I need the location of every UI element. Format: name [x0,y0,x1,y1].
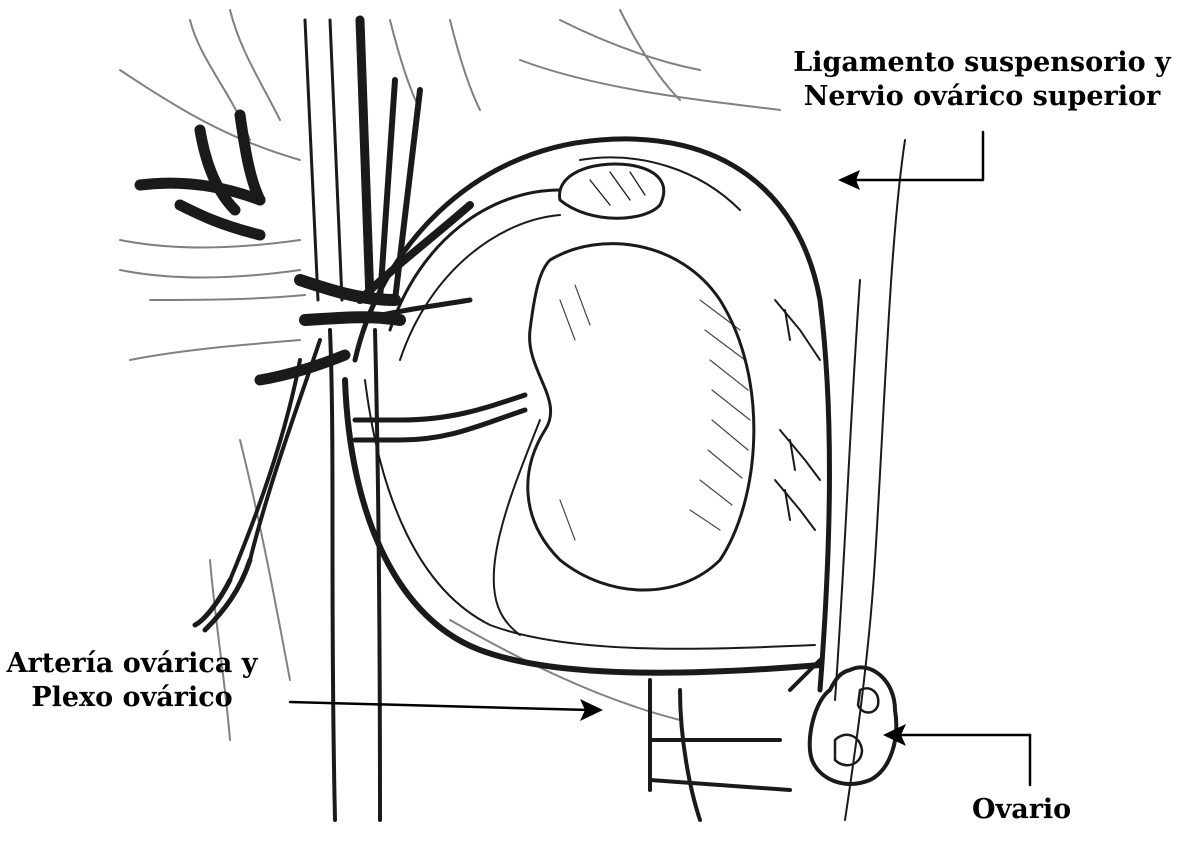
pointer-arrowheads [580,170,906,746]
ovary-lobules [835,688,878,765]
ovarian-artery-loop [345,139,829,690]
kidney [528,244,754,590]
label-ovary: Ovario [972,793,1071,827]
adrenal-gland [560,164,664,218]
label-suspensory-ligament-line1: Ligamento suspensorio y [792,46,1172,80]
nerve-branches [775,300,820,530]
label-suspensory-ligament: Ligamento suspensorio y Nervio ovárico s… [792,46,1172,114]
label-ovarian-artery: Artería ovárica y Plexo ovárico [4,647,260,715]
adrenal-hatch [590,172,645,205]
label-ovarian-artery-line1: Artería ovárica y [4,647,260,681]
label-suspensory-ligament-line2: Nervio ovárico superior [792,80,1172,114]
label-ovarian-artery-line2: Plexo ovárico [4,681,260,715]
lower-vessels [650,660,820,820]
label-ovary-line1: Ovario [972,793,1071,827]
background-tissue-strokes [120,10,780,740]
kidney-hatch [560,285,750,540]
